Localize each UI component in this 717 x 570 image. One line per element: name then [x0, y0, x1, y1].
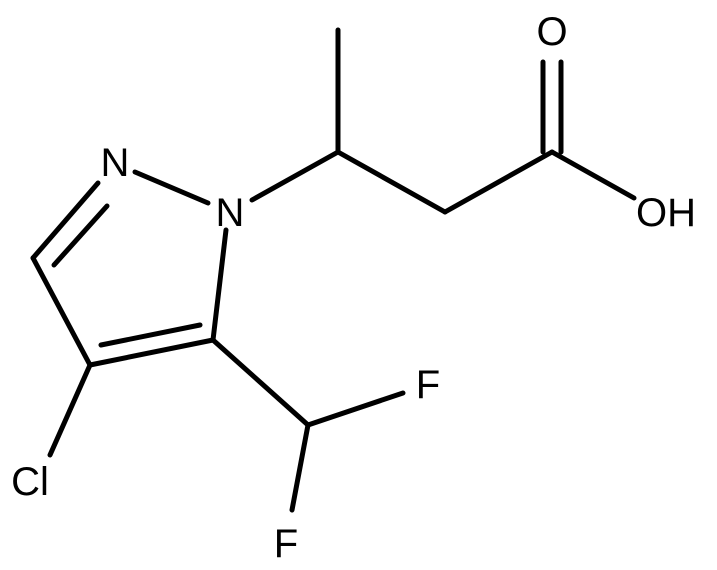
atom-labels: O OH N N F F Cl — [11, 10, 696, 566]
bond-n2-c3-inner — [51, 203, 110, 268]
atom-nitrogen-2: N — [101, 141, 130, 185]
bond-c4-cl — [47, 362, 93, 458]
bond-chf2-f1 — [305, 390, 406, 428]
bond-chf2-f2 — [289, 422, 311, 513]
bond-ch-ch2 — [335, 149, 448, 215]
bond-n1-n2 — [132, 169, 211, 206]
bonds — [30, 27, 637, 513]
bond-c5-chf2 — [210, 337, 311, 428]
atom-chlorine: Cl — [11, 460, 49, 504]
bond-ch-n1 — [249, 149, 341, 203]
bond-c3-c4 — [30, 255, 93, 368]
bond-c5-n1 — [210, 227, 229, 343]
bond-n2-c3 — [30, 180, 101, 261]
bond-c-oh — [549, 149, 637, 201]
atom-fluorine-1: F — [416, 363, 440, 407]
bond-c4-c5-inner — [98, 322, 203, 348]
atom-nitrogen-1: N — [216, 191, 245, 235]
atom-oxygen-carbonyl: O — [536, 10, 567, 54]
bond-ch2-cacid — [442, 149, 555, 215]
atom-hydroxyl: OH — [636, 191, 696, 235]
bond-c4-c5 — [87, 337, 216, 368]
atom-fluorine-2: F — [274, 522, 298, 566]
